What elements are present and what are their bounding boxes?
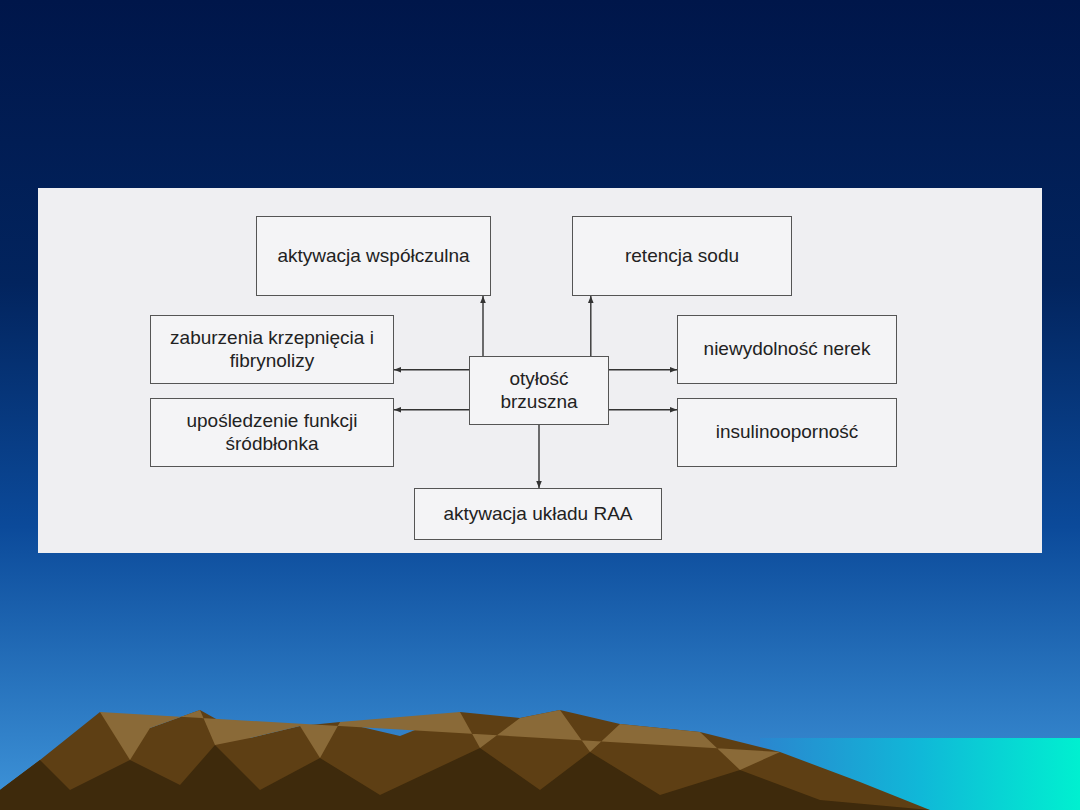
arrow-connector xyxy=(394,369,469,370)
box-label: zaburzenia krzepnięcia i fibrynolizy xyxy=(161,327,383,373)
process-box: aktywacja układu RAA xyxy=(414,488,662,540)
process-box: upośledzenie funkcji śródbłonka xyxy=(150,398,394,467)
mountain-dark xyxy=(0,745,930,810)
process-box: retencja sodu xyxy=(572,216,792,296)
process-box: niewydolność nerek xyxy=(677,315,897,384)
process-box: zaburzenia krzepnięcia i fibrynolizy xyxy=(150,315,394,384)
process-box: insulinooporność xyxy=(677,398,897,467)
box-label: otyłość brzuszna xyxy=(480,368,598,414)
arrow-connector xyxy=(538,425,539,488)
box-label: niewydolność nerek xyxy=(704,338,871,361)
scanned-panel xyxy=(38,188,1042,553)
box-label: upośledzenie funkcji śródbłonka xyxy=(161,410,383,456)
box-label: insulinooporność xyxy=(716,421,859,444)
arrow-connector xyxy=(609,369,677,370)
mountain-range xyxy=(0,710,930,810)
process-box: otyłość brzuszna xyxy=(469,356,609,425)
arrow-connector xyxy=(590,296,591,356)
arrow-connector xyxy=(609,409,677,410)
box-label: retencja sodu xyxy=(625,245,739,268)
box-label: aktywacja układu RAA xyxy=(443,503,632,526)
arrow-connector xyxy=(482,296,483,356)
arrow-connector xyxy=(394,409,469,410)
box-label: aktywacja współczulna xyxy=(277,245,469,268)
process-box: aktywacja współczulna xyxy=(256,216,491,296)
